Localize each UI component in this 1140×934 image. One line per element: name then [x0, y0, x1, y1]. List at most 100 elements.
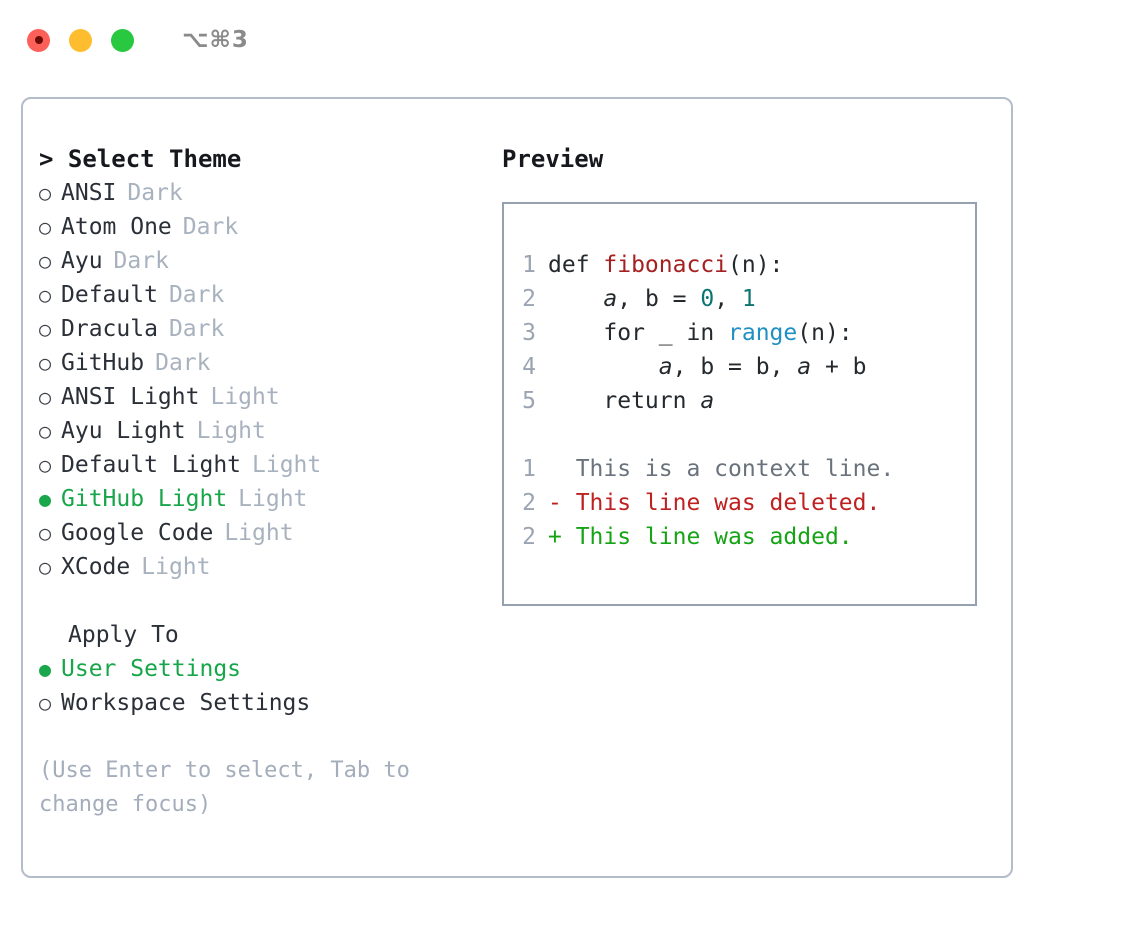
- radio-unselected-icon: ○: [39, 419, 52, 443]
- code-token: , b =: [617, 286, 701, 312]
- apply-to-option-user-settings[interactable]: ● User Settings: [39, 652, 489, 686]
- code-token: 0: [700, 286, 715, 312]
- radio-unselected-icon: ○: [39, 181, 52, 205]
- theme-item-default[interactable]: ○ Default Dark: [39, 278, 489, 312]
- diff-block: 1 This is a context line. 2 - This line wa…: [516, 452, 969, 554]
- diff-line-text: This is a context line.: [548, 456, 895, 482]
- radio-unselected-icon: ○: [39, 555, 52, 579]
- preview-title: Preview: [502, 145, 604, 173]
- theme-item-kind: Light: [196, 418, 266, 444]
- theme-item-label: Google Code: [61, 520, 214, 546]
- theme-item-kind: Light: [210, 384, 280, 410]
- code-line: 1 def fibonacci(n):: [516, 248, 969, 282]
- radio-unselected-icon: ○: [39, 283, 52, 307]
- diff-line-added: 2 + This line was added.: [516, 520, 969, 554]
- diff-line-text: + This line was added.: [548, 524, 853, 550]
- radio-unselected-icon: ○: [39, 385, 52, 409]
- close-button[interactable]: [27, 28, 50, 52]
- code-token: a: [658, 354, 673, 380]
- code-token: range: [728, 320, 798, 346]
- theme-item-default-light[interactable]: ○ Default Light Light: [39, 448, 489, 482]
- apply-to-title: Apply To: [68, 622, 179, 648]
- code-token: + b: [811, 354, 867, 380]
- theme-item-label: GitHub Light: [61, 486, 228, 512]
- help-text: (Use Enter to select, Tab to change focu…: [39, 758, 410, 817]
- radio-unselected-icon: ○: [39, 215, 52, 239]
- theme-item-kind: Dark: [168, 282, 225, 308]
- code-line: 3 for _ in range(n):: [516, 316, 969, 350]
- line-number: 1: [522, 252, 536, 278]
- diff-line-text: - This line was deleted.: [548, 490, 881, 516]
- apply-to-list[interactable]: ● User Settings ○ Workspace Settings: [39, 652, 489, 720]
- code-token: a: [700, 388, 715, 414]
- apply-to-option-label: User Settings: [61, 656, 242, 682]
- diff-line-deleted: 2 - This line was deleted.: [516, 486, 969, 520]
- theme-item-label: Default Light: [61, 452, 242, 478]
- code-token: [548, 286, 603, 312]
- code-token: a: [797, 354, 812, 380]
- theme-item-label: Ayu: [61, 248, 103, 274]
- theme-item-label: Default: [61, 282, 158, 308]
- code-token: fibonacci: [603, 252, 729, 278]
- theme-item-kind: Light: [141, 554, 211, 580]
- theme-item-label: Dracula: [61, 316, 158, 342]
- line-number: 2: [522, 490, 536, 516]
- window-controls: [27, 28, 134, 52]
- theme-item-kind: Dark: [127, 180, 183, 206]
- code-token: for _ in: [548, 320, 729, 346]
- code-token: 1: [741, 286, 756, 312]
- line-number: 3: [522, 320, 536, 346]
- radio-unselected-icon: ○: [39, 691, 52, 715]
- code-token: ,: [714, 286, 742, 312]
- apply-to-option-workspace-settings[interactable]: ○ Workspace Settings: [39, 686, 489, 720]
- theme-item-ansi-light[interactable]: ○ ANSI Light Light: [39, 380, 489, 414]
- theme-item-kind: Light: [252, 452, 322, 478]
- theme-item-kind: Dark: [155, 350, 211, 376]
- code-token: (n):: [728, 252, 784, 278]
- theme-item-label: ANSI Light: [61, 384, 200, 410]
- theme-item-label: Ayu Light: [61, 418, 186, 444]
- code-line: 5 return a: [516, 384, 969, 418]
- keyboard-shortcut-label: ⌥⌘3: [182, 27, 249, 53]
- minimize-button[interactable]: [69, 28, 92, 52]
- theme-item-label: GitHub: [61, 350, 145, 376]
- theme-item-kind: Light: [238, 486, 308, 512]
- radio-unselected-icon: ○: [39, 317, 52, 341]
- line-number: 2: [522, 524, 536, 550]
- zoom-button[interactable]: [111, 28, 134, 52]
- radio-selected-icon: ●: [39, 657, 52, 681]
- line-number: 4: [522, 354, 536, 380]
- line-number: 1: [522, 456, 536, 482]
- theme-item-kind: Dark: [168, 316, 225, 342]
- code-line: 4 a, b = b, a + b: [516, 350, 969, 384]
- theme-item-kind: Light: [224, 520, 294, 546]
- code-token: def: [548, 252, 604, 278]
- theme-item-ayu-light[interactable]: ○ Ayu Light Light: [39, 414, 489, 448]
- theme-item-github-light[interactable]: ● GitHub Light Light: [39, 482, 489, 516]
- radio-selected-icon: ●: [39, 487, 52, 511]
- theme-item-dracula[interactable]: ○ Dracula Dark: [39, 312, 489, 346]
- line-number: 2: [522, 286, 536, 312]
- code-token: [548, 354, 659, 380]
- code-token: (n):: [797, 320, 853, 346]
- code-line: 2 a, b = 0, 1: [516, 282, 969, 316]
- radio-unselected-icon: ○: [39, 249, 52, 273]
- radio-unselected-icon: ○: [39, 453, 52, 477]
- page-title: > Select Theme: [39, 145, 242, 173]
- theme-item-label: XCode: [61, 554, 131, 580]
- theme-item-kind: Dark: [182, 214, 239, 240]
- code-token: return: [548, 388, 701, 414]
- apply-to-option-label: Workspace Settings: [61, 690, 311, 716]
- theme-item-xcode[interactable]: ○ XCode Light: [39, 550, 489, 584]
